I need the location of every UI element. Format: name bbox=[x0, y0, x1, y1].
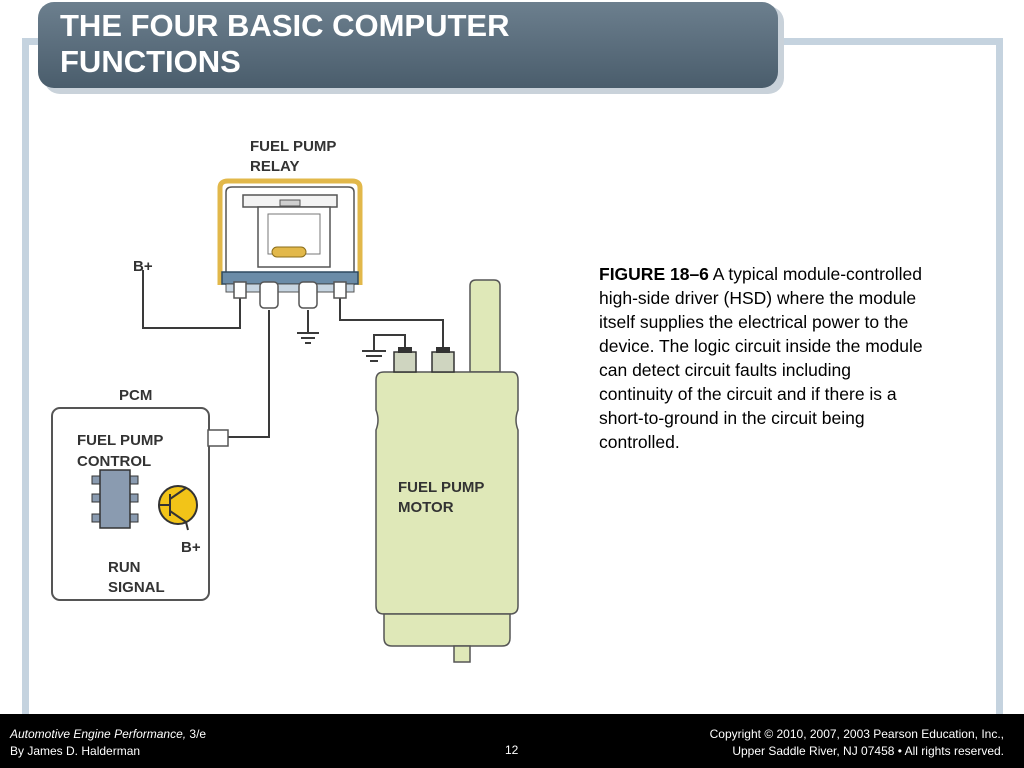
wire-bplus-to-relay bbox=[142, 270, 241, 329]
transistor-symbol bbox=[158, 485, 198, 531]
wire-motor-ground bbox=[373, 334, 406, 352]
motor-terminal-power bbox=[431, 351, 455, 373]
slide-title-line2: FUNCTIONS bbox=[60, 44, 241, 79]
ground-symbol-motor bbox=[362, 350, 386, 362]
run-signal-label-line2: SIGNAL bbox=[108, 579, 165, 596]
relay-label-line2: RELAY bbox=[250, 158, 299, 175]
relay-label-line1: FUEL PUMP bbox=[250, 138, 336, 155]
footer-edition: 3/e bbox=[186, 727, 207, 741]
footer-book-title: Automotive Engine Performance, bbox=[10, 727, 187, 741]
fuel-pump-motor bbox=[375, 279, 519, 663]
fuel-pump-circuit-diagram: FUEL PUMP RELAY B+ PCM FUEL PUMP CONTROL… bbox=[51, 138, 519, 663]
slide-title: THE FOUR BASIC COMPUTER FUNCTIONS bbox=[60, 8, 760, 80]
fuel-pump-relay bbox=[217, 178, 363, 309]
control-label-line1: FUEL PUMP bbox=[77, 432, 163, 449]
slide-frame-left bbox=[22, 38, 29, 714]
motor-terminal-ground bbox=[393, 351, 417, 373]
bplus-transistor-label: B+ bbox=[181, 539, 201, 556]
figure-id: FIGURE 18–6 bbox=[599, 264, 709, 284]
run-signal-label-line1: RUN bbox=[108, 559, 141, 576]
motor-label-line2: MOTOR bbox=[398, 499, 454, 516]
wire-relay-to-motor bbox=[339, 295, 444, 352]
slide-frame-right bbox=[996, 38, 1003, 714]
pcm-connector bbox=[207, 429, 229, 447]
pcm-module bbox=[51, 407, 229, 601]
figure-caption: FIGURE 18–6 A typical module-controlled … bbox=[599, 262, 929, 454]
control-label-line2: CONTROL bbox=[77, 453, 151, 470]
wire-relay-to-pcm bbox=[228, 310, 270, 438]
ground-symbol-relay bbox=[297, 332, 319, 344]
footer-copyright-line1: Copyright © 2010, 2007, 2003 Pearson Edu… bbox=[709, 727, 1004, 741]
title-bar bbox=[38, 2, 778, 88]
footer-author: By James D. Halderman bbox=[10, 744, 141, 758]
motor-label-line1: FUEL PUMP bbox=[398, 479, 484, 496]
control-chip bbox=[91, 469, 139, 529]
footer-book-info: Automotive Engine Performance, 3/e By Ja… bbox=[10, 726, 206, 760]
bplus-relay-label: B+ bbox=[133, 258, 153, 275]
figure-caption-text: A typical module-controlled high-side dr… bbox=[599, 264, 923, 452]
slide-number: 12 bbox=[505, 743, 519, 757]
pcm-label: PCM bbox=[119, 387, 152, 404]
slide-title-line1: THE FOUR BASIC COMPUTER bbox=[60, 8, 510, 43]
footer-copyright-line2: Upper Saddle River, NJ 07458 • All right… bbox=[732, 744, 1004, 758]
footer-copyright: Copyright © 2010, 2007, 2003 Pearson Edu… bbox=[710, 726, 1004, 760]
footer-bar: Automotive Engine Performance, 3/e By Ja… bbox=[0, 714, 1024, 768]
